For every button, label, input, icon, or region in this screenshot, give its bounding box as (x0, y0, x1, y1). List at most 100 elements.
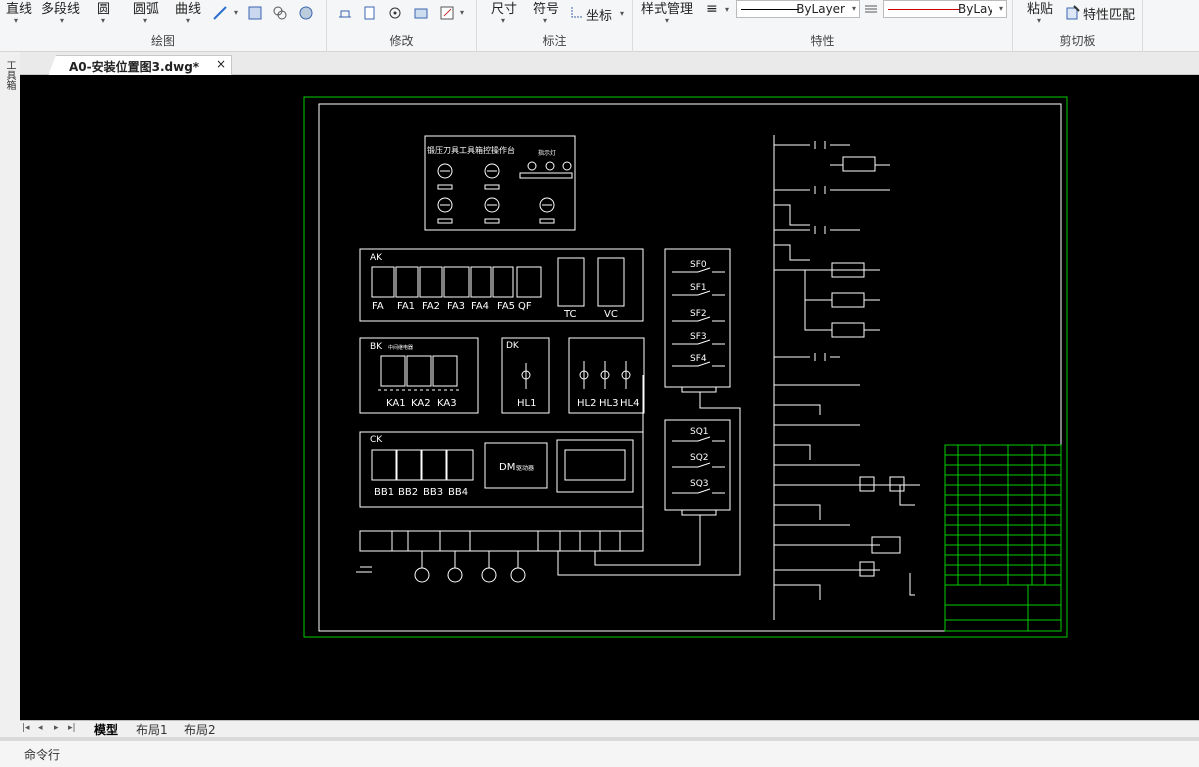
symbol-button[interactable]: 符号 (533, 2, 560, 17)
close-icon[interactable]: × (215, 57, 226, 71)
boundary-icon[interactable] (298, 5, 314, 21)
region-icon[interactable] (272, 5, 288, 21)
terminal-strip (359, 530, 644, 552)
terminals (391, 531, 621, 551)
color-preview (888, 9, 960, 10)
ladder-rungs (774, 141, 920, 600)
hatch-icon[interactable] (247, 5, 263, 21)
bk-box (359, 337, 479, 414)
clipboard-panel: 粘贴 ▾ 特性匹配 剪切板 (1013, 0, 1143, 52)
lineweight-icon[interactable]: ≡ (706, 1, 718, 17)
scale-icon[interactable] (413, 5, 429, 21)
bk-label: BK (370, 342, 383, 352)
chevron-down-icon[interactable]: ▾ (665, 16, 670, 25)
copy-icon[interactable] (362, 5, 378, 21)
line-button[interactable]: 直线 (6, 2, 33, 17)
lamp-hl3-label: HL3 (599, 398, 618, 409)
chevron-down-icon[interactable]: ▾ (501, 16, 506, 25)
clipboard-panel-title: 剪切板 (1059, 34, 1096, 48)
splitter[interactable] (0, 737, 1199, 741)
drawing-canvas[interactable]: 锻压刀具工具箱控操作台 指示灯 AK FA FA1 FA2 FA3 FA4 FA… (20, 75, 1199, 720)
operation-panel (424, 135, 576, 231)
color-value: ByLayer (958, 2, 992, 16)
cad-drawing: 锻压刀具工具箱控操作台 指示灯 AK FA FA1 FA2 FA3 FA4 FA… (303, 96, 1068, 638)
chevron-down-icon[interactable]: ▾ (234, 8, 239, 17)
tab-layout2[interactable]: 布局2 (184, 723, 216, 737)
ck-dm-sub-label: 驱动器 (516, 465, 534, 472)
lamp-hl4-label: HL4 (620, 398, 639, 409)
ray-icon[interactable] (212, 5, 228, 21)
edit-icon[interactable] (439, 5, 455, 21)
linescale-icon[interactable] (863, 1, 879, 17)
ck-label: CK (370, 435, 383, 445)
lamps (579, 361, 631, 389)
annotate-panel-title: 标注 (542, 34, 567, 48)
properties-panel: 样式管理 ▾ ≡ ▾ ByLayer ▾ ByLayer ▾ 特性 (633, 0, 1013, 52)
bk-ka1-label: KA1 (386, 398, 406, 409)
paste-button[interactable]: 粘贴 (1027, 2, 1054, 17)
chevron-down-icon[interactable]: ▾ (543, 16, 548, 25)
bk-sub-label: 中间继电器 (388, 344, 413, 351)
motors (356, 551, 526, 583)
draw-panel-title: 绘图 (150, 34, 175, 48)
ck-bb1-label: BB1 (374, 487, 394, 498)
dk-label: DK (506, 341, 520, 351)
color-select[interactable]: ByLayer ▾ (883, 0, 1007, 18)
document-tab[interactable]: A0-安装位置图3.dwg* × (48, 55, 232, 76)
ak-fa2-label: FA2 (422, 301, 440, 312)
match-properties-icon[interactable] (1065, 5, 1081, 21)
chevron-down-icon[interactable]: ▾ (60, 16, 65, 25)
chevron-down-icon[interactable]: ▾ (725, 5, 730, 14)
ribbon: 直线 多段线 圆 圆弧 曲线 ▾ ▾ ▾ ▾ ▾ ▾ 绘图 ▾ 修改 尺寸 符号… (0, 0, 1199, 52)
style-manager-button[interactable]: 样式管理 (641, 2, 694, 17)
chevron-down-icon[interactable]: ▾ (186, 16, 191, 25)
modify-panel-title: 修改 (389, 34, 414, 48)
title-block (944, 444, 1062, 632)
operation-panel-subtitle: 指示灯 (538, 149, 556, 157)
last-tab-icon[interactable]: ▸| (68, 723, 76, 733)
ak-tc-label: TC (563, 309, 577, 320)
next-tab-icon[interactable]: ▸ (54, 723, 59, 733)
chevron-down-icon[interactable]: ▾ (143, 16, 148, 25)
ak-fa5-label: FA5 (497, 301, 515, 312)
ak-fa4-label: FA4 (471, 301, 489, 312)
chevron-down-icon[interactable]: ▾ (1037, 16, 1042, 25)
ck-dm-label: DM (499, 462, 515, 473)
polyline-button[interactable]: 多段线 (41, 2, 81, 17)
chevron-down-icon[interactable]: ▾ (620, 9, 625, 18)
linetype-preview (741, 9, 799, 10)
dimension-button[interactable]: 尺寸 (491, 2, 518, 17)
arc-button[interactable]: 圆弧 (133, 2, 160, 17)
chevron-down-icon[interactable]: ▾ (101, 16, 106, 25)
match-properties-button[interactable]: 特性匹配 (1083, 8, 1136, 23)
chevron-down-icon[interactable]: ▾ (14, 16, 19, 25)
title-block-grid (945, 445, 1061, 631)
command-line[interactable]: 命令行 (0, 741, 1199, 767)
tab-model[interactable]: 模型 (94, 723, 119, 737)
circle-button[interactable]: 圆 (97, 2, 111, 17)
first-tab-icon[interactable]: |◂ (22, 723, 30, 733)
toolbox-label[interactable]: 工具箱 (4, 60, 15, 90)
annotate-panel: 尺寸 符号 ▾ ▾ 坐标 ▾ 标注 (477, 0, 633, 52)
prev-tab-icon[interactable]: ◂ (38, 723, 43, 733)
wiring (557, 375, 741, 576)
ak-label: AK (370, 253, 383, 263)
sq2-label: SQ2 (690, 453, 709, 463)
tab-layout1[interactable]: 布局1 (136, 723, 168, 737)
curve-button[interactable]: 曲线 (175, 2, 202, 17)
sf2-label: SF2 (690, 309, 707, 319)
command-line-label: 命令行 (24, 748, 61, 762)
lamp-hl2-label: HL2 (577, 398, 596, 409)
coordinate-button[interactable]: 坐标 (586, 9, 613, 24)
chevron-down-icon: ▾ (851, 4, 856, 13)
sq1-label: SQ1 (690, 427, 709, 437)
move-icon[interactable] (337, 5, 353, 21)
ck-bb2-label: BB2 (398, 487, 418, 498)
sq-switches (672, 436, 725, 516)
chevron-down-icon[interactable]: ▾ (460, 8, 465, 17)
ak-vc-label: VC (604, 309, 618, 320)
coordinate-icon[interactable] (571, 6, 583, 18)
inner-frame (318, 103, 1062, 632)
linetype-select[interactable]: ByLayer ▾ (736, 0, 860, 18)
rotate-icon[interactable] (387, 5, 403, 21)
